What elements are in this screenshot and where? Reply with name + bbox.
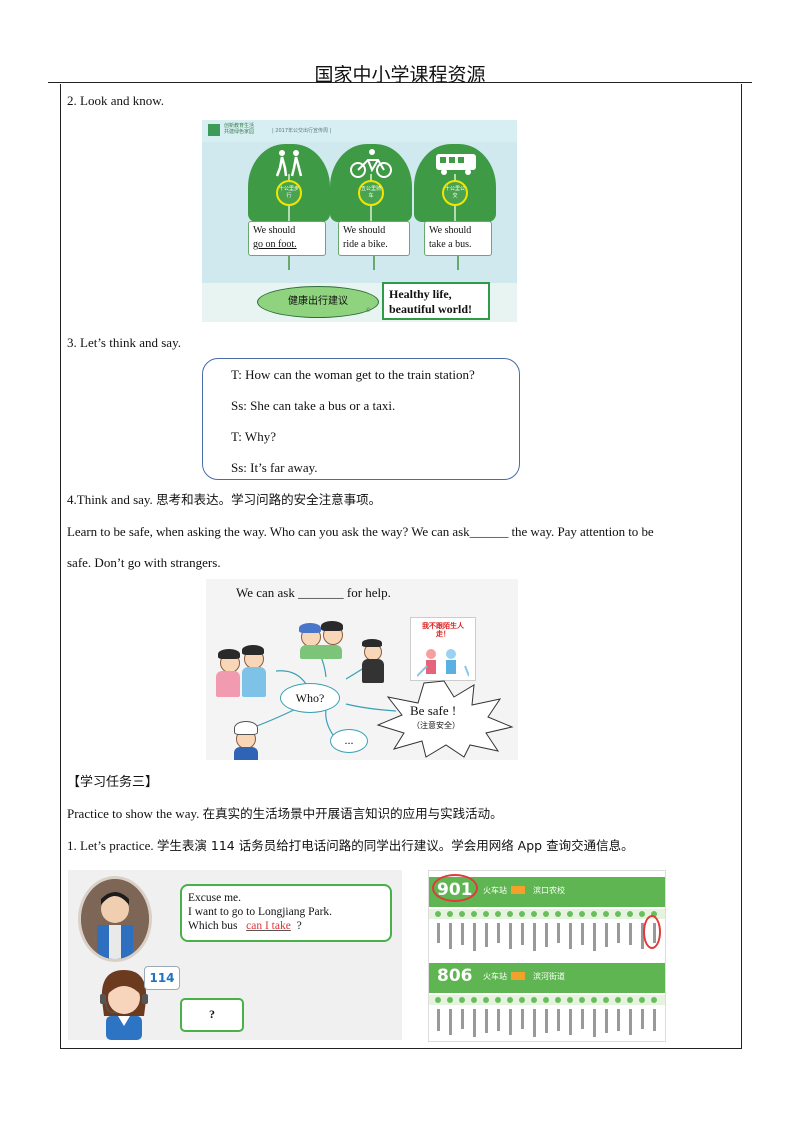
logo-icon: [208, 124, 220, 136]
image-topbar: [202, 120, 517, 142]
section4-body-line2: safe. Don’t go with strangers.: [67, 555, 221, 570]
logo-text: 创新教育生活 共建绿色家园: [224, 123, 255, 135]
stop-names-901: [437, 923, 656, 951]
leaf-bus: 十公里公交: [414, 144, 496, 222]
page-header-title: 国家中小学课程资源: [314, 64, 486, 86]
healthy-travel-image: 创新教育生活 共建绿色家园 | 2017年公交出行宣传周 | 十公里步行 五公里…: [202, 120, 517, 322]
leaf-walk: 十公里步行: [248, 144, 330, 222]
task3-practice: Practice to show the way. 在真实的生活场景中开展语言知…: [67, 806, 503, 821]
walking-people-icon: [275, 150, 303, 177]
ask-question-text: We can ask _______ for help.: [236, 585, 391, 600]
ask-for-help-image: We can ask _______ for help. Who? ... 我不…: [206, 579, 518, 760]
dialogue-line: T: Why?: [231, 429, 276, 444]
sentence-box-walk: We should go on foot.: [248, 221, 326, 256]
hotline-number: 114: [144, 966, 180, 990]
who-bubble: Who?: [280, 683, 340, 713]
children-icon: [417, 649, 469, 677]
stop-names-806: [437, 1009, 656, 1037]
ring-label-walk: 十公里步行: [276, 180, 302, 206]
ring-label-bike: 五公里骑车: [358, 180, 384, 206]
more-bubble: ...: [330, 729, 368, 753]
route-header-806: 806 火车站 滨河街道: [429, 963, 665, 993]
section2-heading: 2. Look and know.: [67, 93, 165, 108]
route-stops-bar-806: [429, 995, 665, 1005]
student-speech-bubble: Excuse me. I want to go to Longjiang Par…: [180, 884, 392, 942]
task3-title: 【学习任务三】: [67, 775, 159, 790]
be-safe-cn: （注意安全）: [412, 721, 460, 730]
section4-heading: 4.Think and say. 思考和表达。学习问路的安全注意事项。: [67, 492, 382, 507]
copyright-mark: ©: [366, 308, 371, 314]
header-rule: [48, 82, 752, 83]
bus-icon: [436, 154, 476, 175]
bicycle-icon: [350, 149, 392, 178]
task3-lets-practice: 1. Let’s practice. 学生表演 114 话务员给打电话问路的同学…: [67, 838, 634, 853]
highlight-circle-stop: [643, 915, 661, 949]
operator-reply-box: ?: [180, 998, 244, 1032]
slogan-box: Healthy life, beautiful world!: [382, 282, 490, 320]
section3-heading: 3. Let’s think and say.: [67, 335, 181, 350]
be-safe-text: Be safe !: [410, 703, 457, 718]
student-photo: [78, 876, 152, 962]
be-safe-burst: [376, 680, 514, 758]
phone-call-image: Excuse me. I want to go to Longjiang Par…: [68, 870, 402, 1040]
dialogue-line: Ss: She can take a bus or a taxi.: [231, 398, 396, 413]
dialogue-line: Ss: It’s far away.: [231, 460, 318, 475]
section4-body-line1: Learn to be safe, when asking the way. W…: [67, 524, 654, 539]
banner-text: | 2017年公交出行宣传周 |: [272, 128, 332, 134]
dialogue-box: T: How can the woman get to the train st…: [202, 358, 520, 480]
advice-oval: 健康出行建议: [257, 286, 379, 318]
sentence-box-bike: We should ride a bike.: [338, 221, 410, 256]
ring-label-bus: 十公里公交: [442, 180, 468, 206]
operator-figure: [100, 970, 148, 1040]
leaf-bike: 五公里骑车: [330, 144, 412, 222]
dialogue-line: T: How can the woman get to the train st…: [231, 367, 475, 382]
stranger-poster: 我不跟陌生人走！: [410, 617, 476, 681]
bus-app-image: 901 火车站 滨口农校 806 火车站 滨河街道: [428, 870, 666, 1042]
sentence-box-bus: We should take a bus.: [424, 221, 492, 256]
route-stops-bar-901: [429, 909, 665, 919]
content-frame: [60, 84, 742, 1049]
highlight-circle-901: [432, 874, 478, 902]
